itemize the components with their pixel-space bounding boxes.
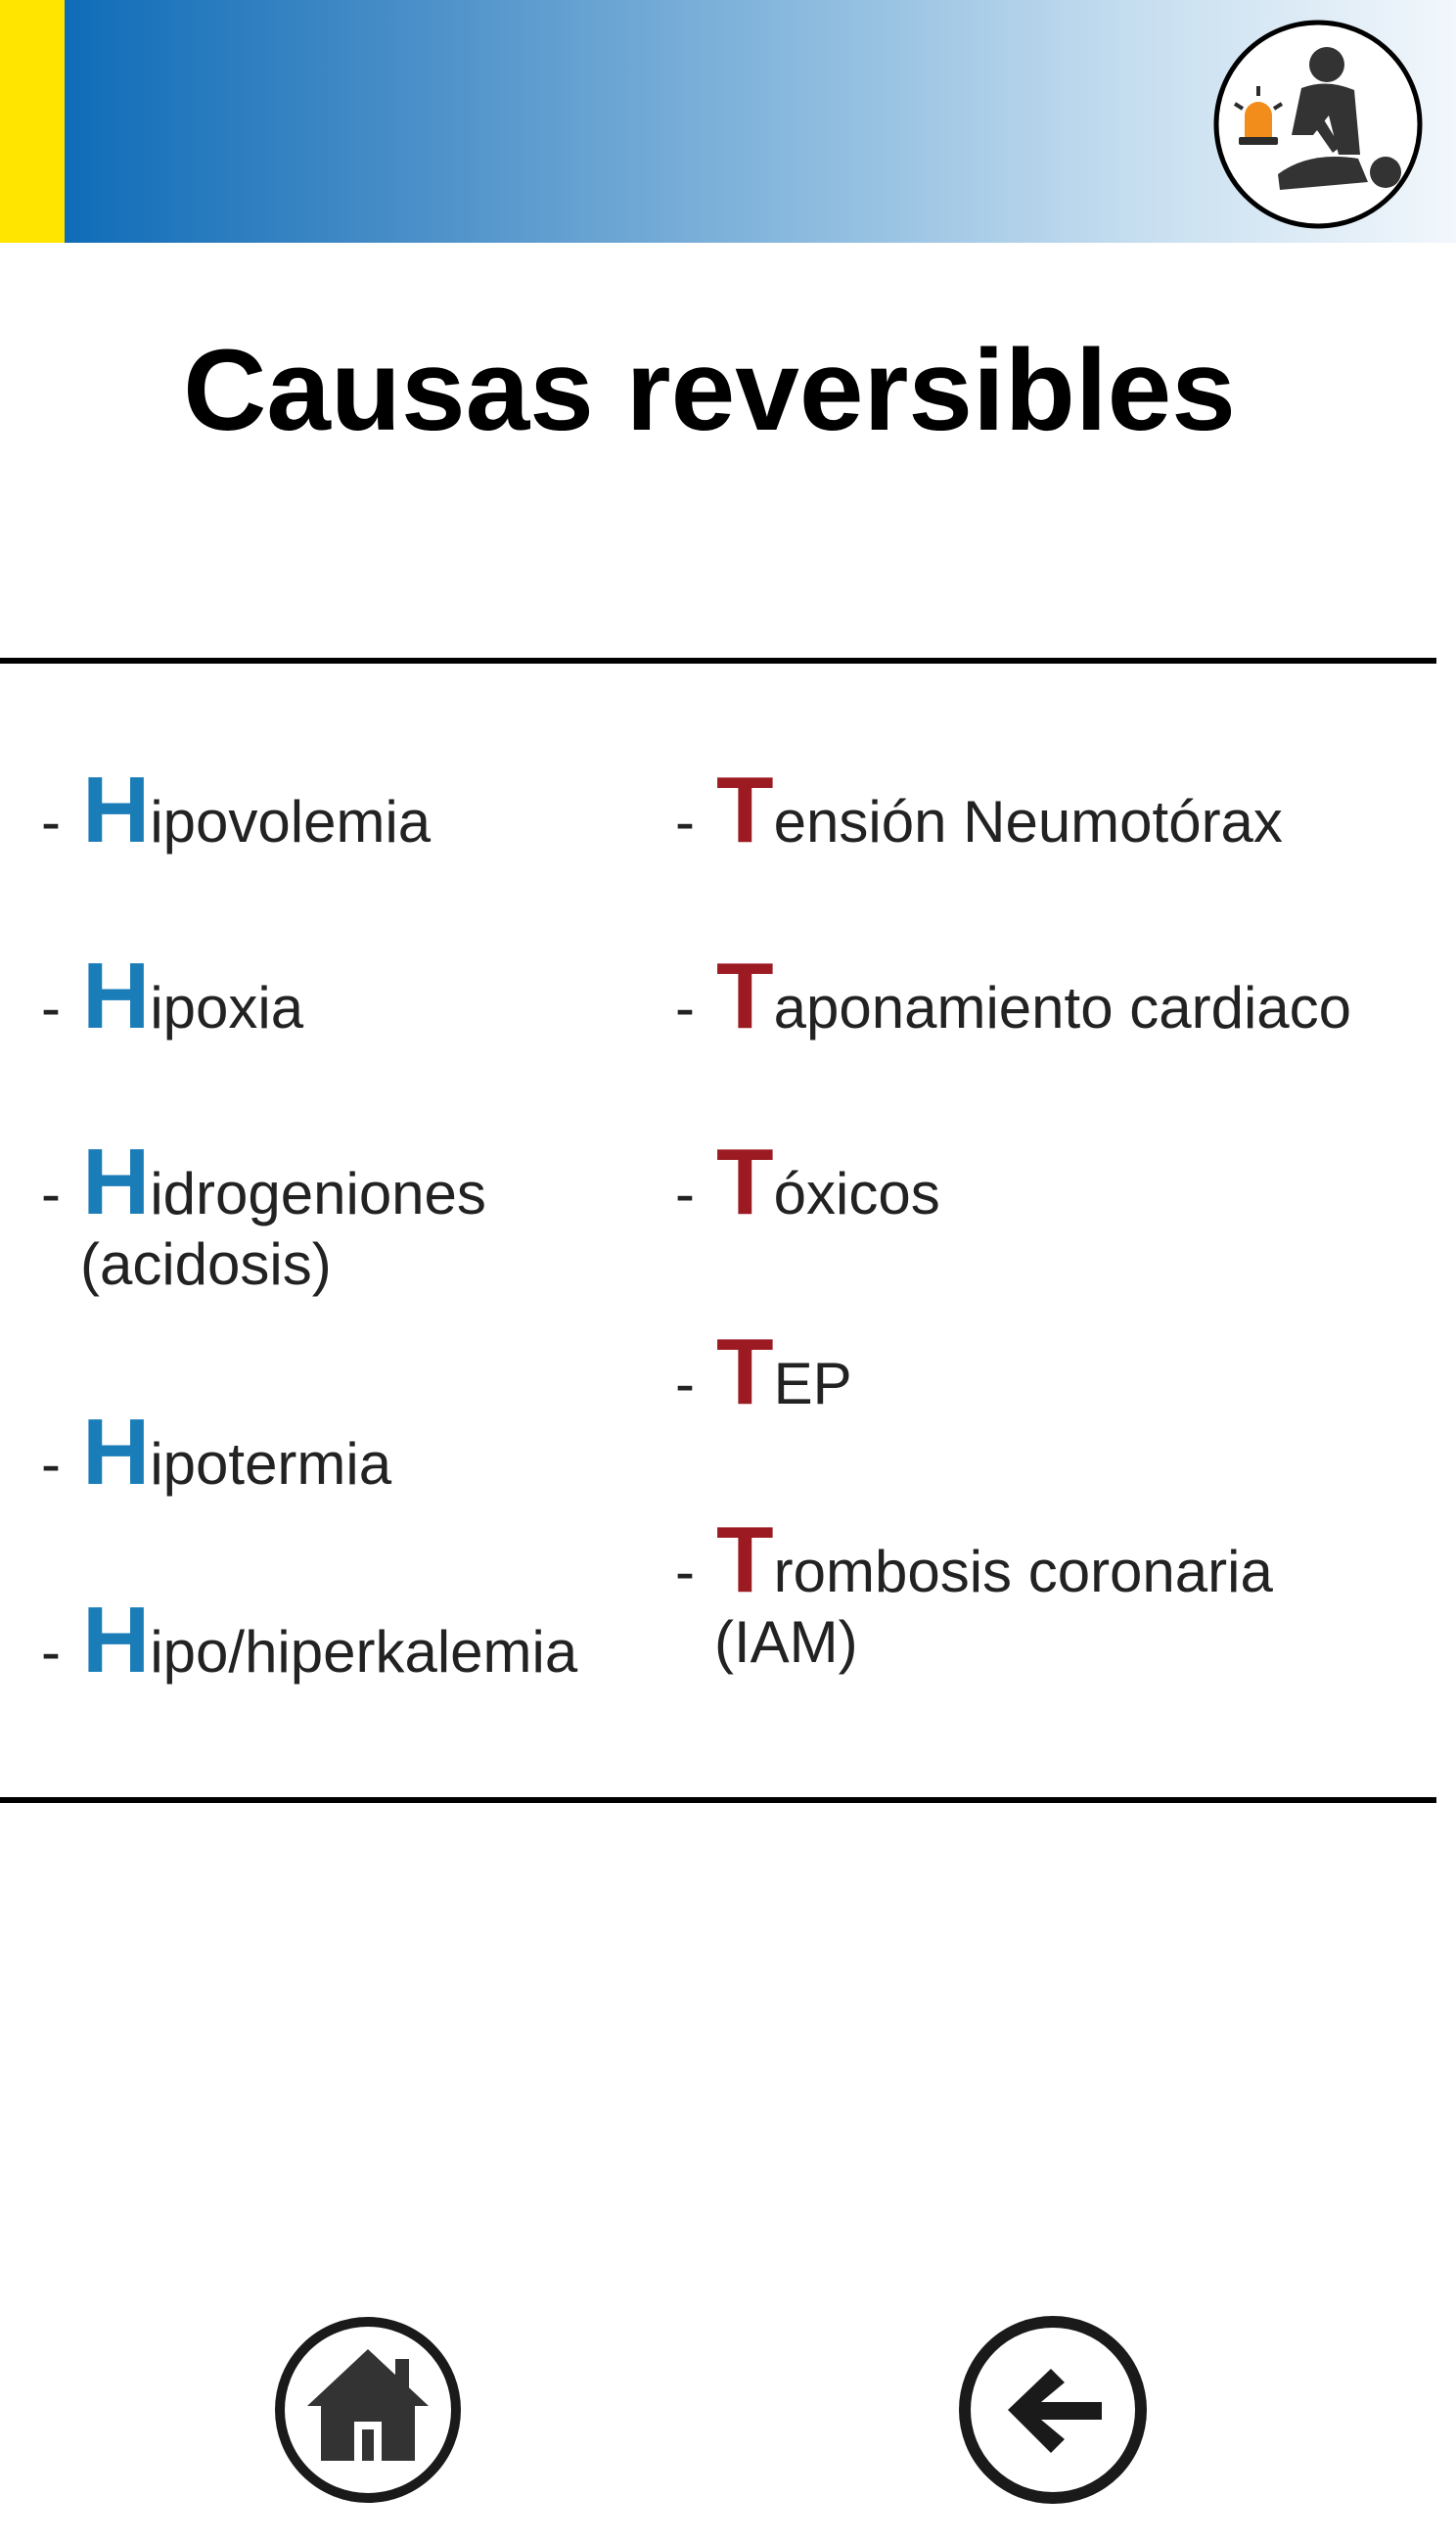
home-button[interactable] bbox=[272, 2314, 464, 2506]
cause-item-hipo-hiperkalemia: -Hipo/hiperkalemia bbox=[41, 1594, 578, 1689]
cause-initial: T bbox=[716, 944, 774, 1048]
cause-text: ipovolemia bbox=[150, 789, 432, 855]
cause-text: rombosis coronaria bbox=[773, 1539, 1273, 1604]
cause-text: ipoxia bbox=[150, 975, 304, 1040]
cause-text: aponamiento cardiaco bbox=[773, 975, 1352, 1040]
cause-dash: - bbox=[675, 975, 695, 1040]
cause-initial: T bbox=[716, 758, 774, 862]
cause-item-tension-neumotorax: -Tensión Neumotórax bbox=[675, 763, 1283, 859]
cause-item-hipotermia: -Hipotermia bbox=[41, 1406, 392, 1502]
cause-text: óxicos bbox=[773, 1161, 940, 1226]
home-icon bbox=[275, 2317, 461, 2503]
header-banner bbox=[0, 0, 1456, 243]
cause-initial: H bbox=[82, 1400, 151, 1504]
cause-initial: T bbox=[716, 1130, 774, 1234]
cause-initial: T bbox=[716, 1319, 774, 1424]
cause-initial: H bbox=[82, 1130, 151, 1234]
cause-item-hipovolemia: -Hipovolemia bbox=[41, 763, 432, 859]
cause-dash: - bbox=[675, 789, 695, 855]
header-accent-bar bbox=[0, 0, 65, 243]
cause-initial: H bbox=[82, 944, 151, 1048]
top-divider bbox=[0, 658, 1436, 664]
cause-item-taponamiento-cardiaco: -Taponamiento cardiaco bbox=[675, 949, 1352, 1045]
cause-dash: - bbox=[41, 975, 61, 1040]
cause-dash: - bbox=[675, 1161, 695, 1226]
cause-text: ipo/hiperkalemia bbox=[150, 1619, 578, 1685]
cause-dash: - bbox=[675, 1351, 695, 1416]
cause-initial: T bbox=[716, 1507, 774, 1612]
arrow-left-icon bbox=[959, 2316, 1147, 2504]
cause-item-toxicos: -Tóxicos bbox=[675, 1135, 940, 1231]
cause-item-tep: -TEP bbox=[675, 1325, 852, 1421]
cause-item-hipoxia: -Hipoxia bbox=[41, 949, 304, 1045]
bottom-divider bbox=[0, 1797, 1436, 1803]
cpr-alarm-icon bbox=[1213, 20, 1423, 229]
page-title: Causas reversibles bbox=[183, 326, 1236, 455]
cause-initial: H bbox=[82, 1588, 151, 1692]
cause-item-trombosis-coronaria: -Trombosis coronaria (IAM) bbox=[675, 1513, 1273, 1680]
back-button[interactable] bbox=[957, 2314, 1149, 2506]
cause-text: ipotermia bbox=[150, 1431, 392, 1497]
cause-dash: - bbox=[41, 789, 61, 855]
cause-continuation: (acidosis) bbox=[80, 1231, 332, 1297]
cause-dash: - bbox=[41, 1161, 61, 1226]
cause-text: ensión Neumotórax bbox=[773, 789, 1283, 855]
cause-initial: H bbox=[82, 758, 151, 862]
cause-text: EP bbox=[773, 1351, 852, 1416]
cause-dash: - bbox=[41, 1619, 61, 1685]
cause-continuation: (IAM) bbox=[714, 1609, 858, 1675]
cause-dash: - bbox=[41, 1431, 61, 1497]
cause-text: idrogeniones bbox=[150, 1161, 486, 1226]
cause-item-hidrogeniones: -Hidrogeniones (acidosis) bbox=[41, 1135, 486, 1302]
cause-dash: - bbox=[675, 1539, 695, 1604]
